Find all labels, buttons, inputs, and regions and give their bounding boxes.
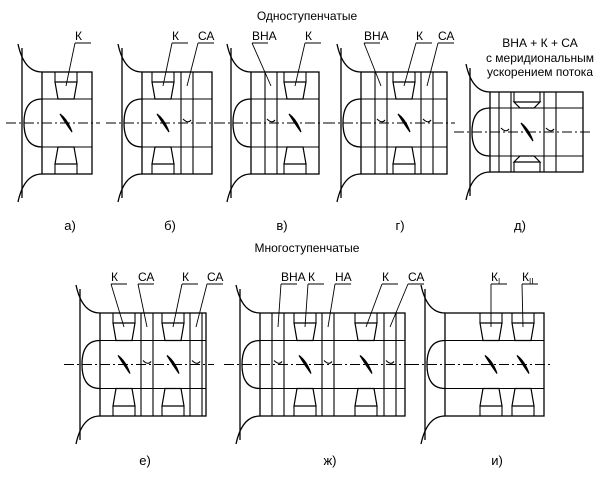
note-d-line3: ускорением потока xyxy=(487,65,593,79)
scheme-label: СА xyxy=(198,29,214,43)
scheme-1: Ка) xyxy=(6,29,100,233)
scheme-label: К xyxy=(182,270,189,284)
scheme-label: ВНА xyxy=(281,270,306,284)
scheme-label: СА xyxy=(138,270,154,284)
scheme-label: К xyxy=(382,270,389,284)
scheme-label: К xyxy=(305,29,312,43)
scheme-2: К СА б) xyxy=(106,29,220,233)
label-subscript: I xyxy=(498,277,500,286)
scheme-label: К xyxy=(75,29,82,43)
impeller-row xyxy=(512,92,542,172)
impeller-row xyxy=(354,313,378,416)
scheme-3: ВНА Кв) xyxy=(215,29,327,233)
scheme-label: ВНА xyxy=(252,29,277,43)
scheme-label: КI xyxy=(491,270,500,286)
note-d-line2: с меридиональным xyxy=(486,51,594,65)
scheme-caption: а) xyxy=(64,218,76,233)
heading-single-stage: Одноступенчатые xyxy=(257,9,358,23)
scheme-label: НА xyxy=(335,270,352,284)
scheme-5: д) xyxy=(454,63,591,233)
scheme-label: К xyxy=(172,29,179,43)
scheme-6: К СА К СА е) xyxy=(64,270,223,468)
scheme-caption: ж) xyxy=(323,453,336,468)
scheme-label: СА xyxy=(438,29,454,43)
heading-multi-stage: Многоступенчатые xyxy=(255,241,360,255)
scheme-label: СА xyxy=(207,270,223,284)
scheme-caption: б) xyxy=(164,218,176,233)
scheme-caption: в) xyxy=(276,218,287,233)
scheme-label: ВНА xyxy=(364,29,389,43)
scheme-caption: и) xyxy=(491,453,503,468)
note-d-line1: ВНА + К + СА xyxy=(502,36,577,50)
scheme-label: СА xyxy=(408,270,424,284)
scheme-4: ВНА К СА г) xyxy=(325,29,455,233)
scheme-caption: е) xyxy=(139,453,151,468)
scheme-label: К xyxy=(111,270,118,284)
scheme-caption: д) xyxy=(514,218,526,233)
scheme-label: КII xyxy=(522,270,533,286)
scheme-8: КI КII и) xyxy=(409,270,552,468)
label-subscript: II xyxy=(529,277,533,286)
scheme-caption: г) xyxy=(395,218,404,233)
scheme-label: К xyxy=(308,270,315,284)
scheme-label: К xyxy=(416,29,423,43)
